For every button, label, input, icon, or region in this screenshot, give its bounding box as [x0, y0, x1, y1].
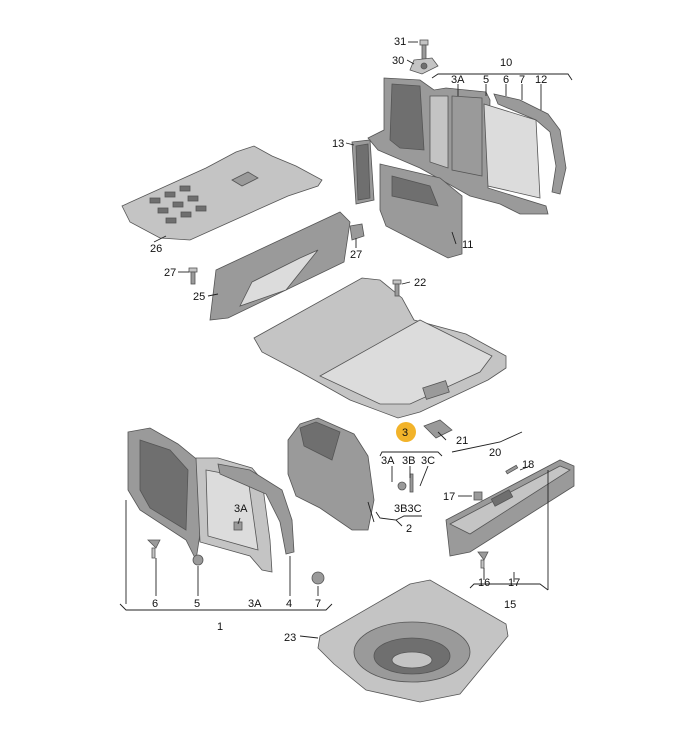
side-trim-panel-assembly [367, 77, 549, 215]
label-21: 21 [456, 435, 468, 447]
vent-grille-13 [351, 139, 375, 205]
clip-17a [473, 491, 483, 501]
label-26: 26 [150, 243, 162, 255]
label-3A-bottom: 3A [248, 598, 262, 610]
highlight-badge-3 [396, 422, 416, 442]
left-side-trim-1 [127, 427, 205, 562]
bolt-31 [419, 39, 429, 60]
label-18: 18 [522, 459, 534, 471]
label-17b: 17 [508, 577, 520, 589]
clip-3A-small [233, 521, 243, 531]
label-31: 31 [394, 36, 406, 48]
label-17a: 17 [443, 491, 455, 503]
leader-lines [119, 41, 573, 639]
label-23: 23 [284, 632, 296, 644]
label-5-top: 5 [483, 74, 489, 86]
bolt-3C [409, 473, 414, 493]
label-20: 20 [489, 447, 501, 459]
cover-panel-25 [209, 211, 351, 321]
label-15: 15 [504, 599, 516, 611]
label-27-left: 27 [164, 267, 176, 279]
trim-strip-4 [217, 463, 295, 555]
label-7: 7 [315, 598, 321, 610]
label-30: 30 [392, 55, 404, 67]
label-5: 5 [194, 598, 200, 610]
label-3C-mid: 3C [421, 455, 435, 467]
sill-trim-15 [445, 459, 575, 557]
label-22: 22 [414, 277, 426, 289]
cap-5 [192, 554, 204, 566]
screw-18 [505, 464, 519, 475]
wheel-housing-cover-2 [287, 417, 375, 531]
clip-27-right [349, 223, 365, 241]
label-3A-mid: 3A [381, 455, 395, 467]
label-12: 12 [535, 74, 547, 86]
label-2: 2 [406, 523, 412, 535]
label-3-highlight: 3 [402, 427, 408, 439]
label-3A-left: 3A [234, 503, 248, 515]
spare-wheel-well-23 [317, 579, 509, 703]
cap-21 [423, 419, 453, 439]
part-labels: 31 30 10 3A 5 6 7 12 13 11 26 27 27 25 2… [150, 36, 547, 644]
clip-16 [477, 551, 489, 569]
label-6-top: 6 [503, 74, 509, 86]
label-3B-mid: 3B [402, 455, 415, 467]
label-11: 11 [462, 239, 473, 251]
label-4: 4 [286, 598, 292, 610]
cap-7 [311, 571, 325, 585]
label-3A-top: 3A [451, 74, 465, 86]
label-7-top: 7 [519, 74, 525, 86]
floor-cover-20 [253, 277, 507, 419]
clip-27-left [188, 267, 198, 285]
clip-3B [397, 481, 407, 491]
load-floor-26 [121, 145, 323, 241]
label-13: 13 [332, 138, 344, 150]
clip-30 [409, 57, 439, 75]
label-1: 1 [217, 621, 223, 633]
label-27-right: 27 [350, 249, 362, 261]
label-25: 25 [193, 291, 205, 303]
label-10: 10 [500, 57, 512, 69]
clip-22 [392, 279, 402, 297]
label-3B3C: 3B3C [394, 503, 422, 515]
side-pocket-11 [379, 163, 463, 259]
label-16: 16 [478, 577, 490, 589]
clip-6 [147, 539, 161, 559]
trim-strip-12 [493, 93, 567, 195]
label-6: 6 [152, 598, 158, 610]
